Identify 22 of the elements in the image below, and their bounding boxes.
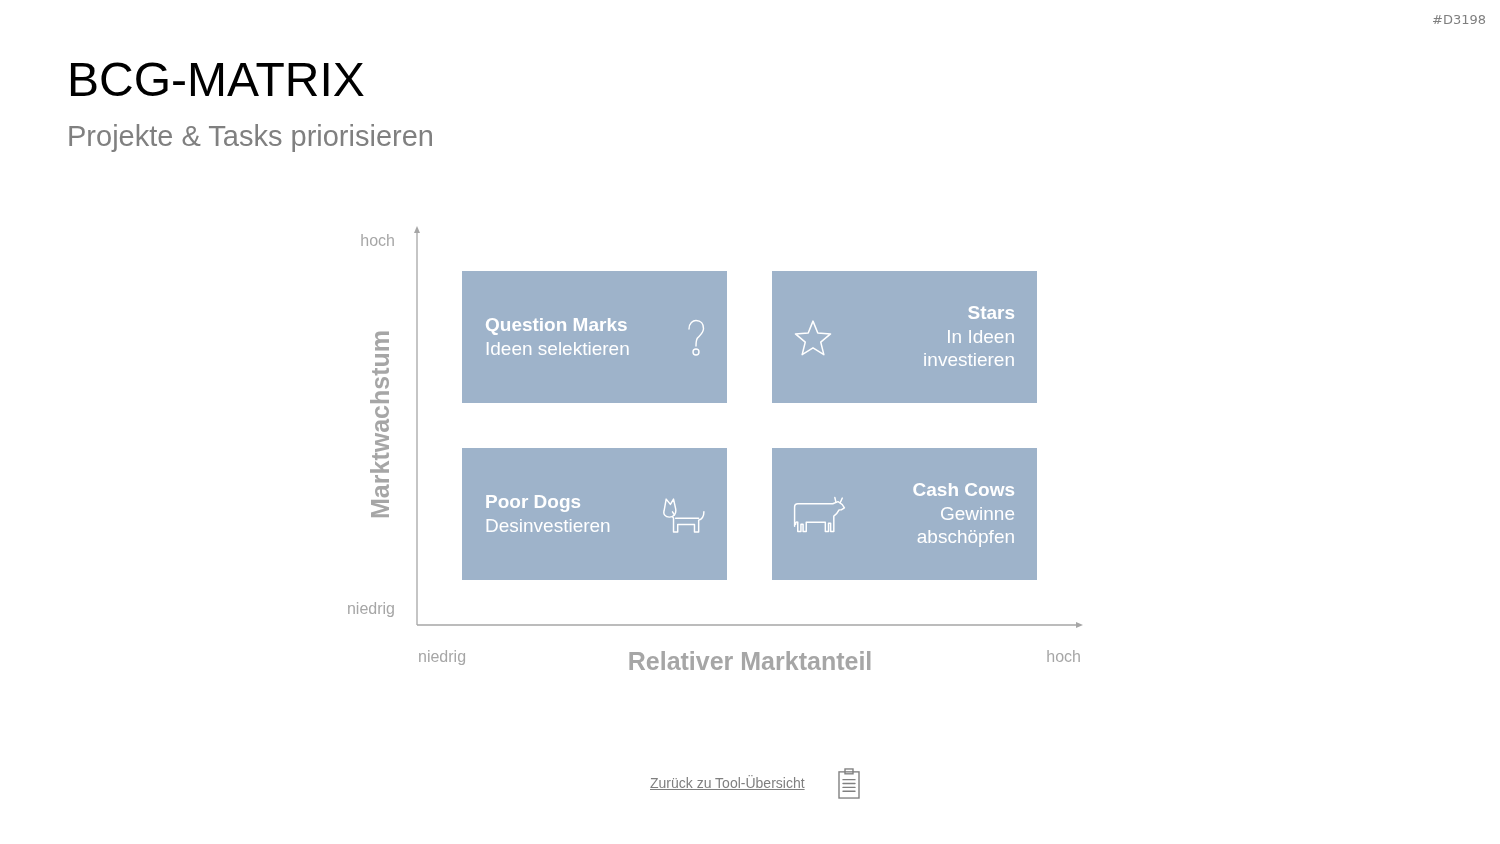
axis-level-label: hoch bbox=[360, 231, 395, 251]
quadrant-box bbox=[772, 448, 1037, 580]
axis-title: Marktwachstum bbox=[365, 330, 395, 519]
quadrant-description: In Ideen investieren bbox=[923, 325, 1015, 371]
axis-level-label: hoch bbox=[1046, 647, 1081, 667]
axis-level-label: niedrig bbox=[346, 599, 395, 619]
page-title: BCG-MATRIX bbox=[67, 52, 365, 107]
quadrant-box bbox=[462, 448, 727, 580]
back-link: Zurück zu Tool-Übersicht bbox=[650, 775, 805, 792]
quadrant-box bbox=[462, 271, 727, 403]
quadrant-heading: Cash Cows bbox=[912, 478, 1015, 502]
quadrant-description: Desinvestieren bbox=[485, 514, 611, 537]
axis-title: Relativer Marktanteil bbox=[627, 646, 873, 676]
quadrant-description: Gewinne abschöpfen bbox=[916, 502, 1015, 548]
quadrant-heading: Poor Dogs bbox=[485, 490, 582, 514]
reference-code: #D3198 bbox=[1432, 12, 1486, 28]
quadrant-heading: Stars bbox=[967, 301, 1015, 325]
quadrant-heading: Question Marks bbox=[485, 313, 628, 337]
quadrant-description: Ideen selektieren bbox=[485, 337, 630, 360]
page-subtitle: Projekte & Tasks priorisieren bbox=[67, 119, 434, 154]
quadrant-box bbox=[772, 271, 1037, 403]
axis-level-label: niedrig bbox=[418, 647, 467, 667]
